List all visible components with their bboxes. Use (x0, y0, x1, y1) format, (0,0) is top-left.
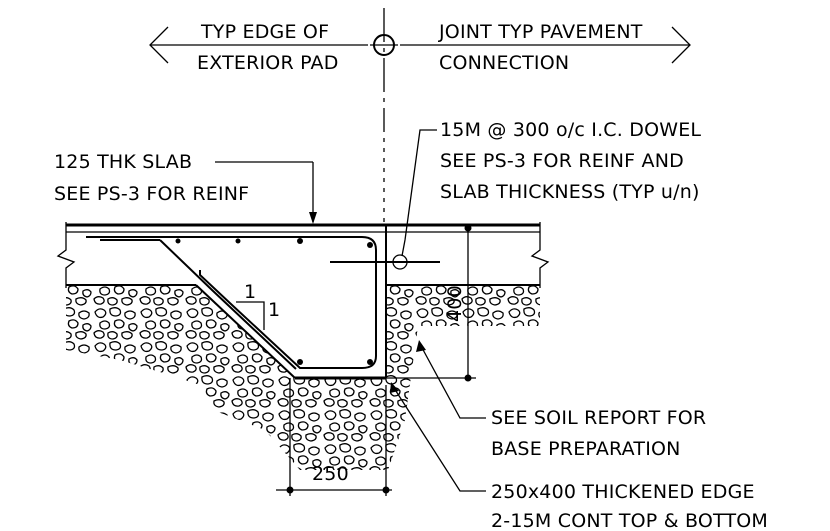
depth-dimension: 400 (386, 224, 476, 382)
dowel-callout: 15M @ 300 o/c I.C. DOWEL SEE PS-3 FOR RE… (401, 119, 701, 257)
width-label: 250 (312, 463, 349, 485)
edge-label-bottom: EXTERIOR PAD (197, 52, 339, 74)
arrowhead-icon (309, 212, 317, 224)
slope-rise: 1 (244, 281, 256, 303)
concrete-slab (56, 222, 550, 380)
slab-label-line1: 125 THK SLAB (54, 151, 192, 173)
width-dimension: 250 (276, 378, 392, 496)
edge-label-top: TYP EDGE OF (200, 21, 329, 43)
break-line-right (530, 222, 550, 288)
arrowhead-icon (390, 382, 399, 393)
gravel-base (66, 285, 540, 470)
section-marker (370, 8, 398, 222)
soil-label-line1: SEE SOIL REPORT FOR (491, 407, 706, 429)
slope-indicator: 1 1 (236, 281, 280, 330)
edge-label-callout: TYP EDGE OF EXTERIOR PAD (149, 21, 368, 74)
dowel-label-line3: SLAB THICKNESS (TYP u/n) (440, 181, 700, 203)
soil-callout: SEE SOIL REPORT FOR BASE PREPARATION (416, 340, 706, 460)
soil-label-line2: BASE PREPARATION (491, 438, 681, 460)
joint-label-callout: JOINT TYP PAVEMENT CONNECTION (400, 21, 691, 74)
depth-label: 400 (444, 285, 466, 322)
right-arrow-icon (671, 26, 691, 64)
slope-run: 1 (268, 299, 280, 321)
dowel-label-line2: SEE PS-3 FOR REINF AND (440, 150, 684, 172)
slab-label-line2: SEE PS-3 FOR REINF (54, 183, 249, 205)
joint-label-bottom: CONNECTION (439, 52, 569, 74)
edge-callout: 250x400 THICKENED EDGE 2-15M CONT TOP & … (390, 382, 768, 531)
break-line-left (56, 222, 76, 288)
arrowhead-icon (416, 340, 426, 352)
dowel-circle-icon (392, 254, 408, 270)
rebar (86, 236, 440, 370)
slab-callout: 125 THK SLAB SEE PS-3 FOR REINF (54, 151, 317, 224)
joint-label-top: JOINT TYP PAVEMENT (438, 21, 643, 43)
edge-detail-line2: 2-15M CONT TOP & BOTTOM (491, 510, 768, 531)
edge-detail-line1: 250x400 THICKENED EDGE (491, 481, 755, 503)
dowel-label-line1: 15M @ 300 o/c I.C. DOWEL (440, 119, 701, 141)
